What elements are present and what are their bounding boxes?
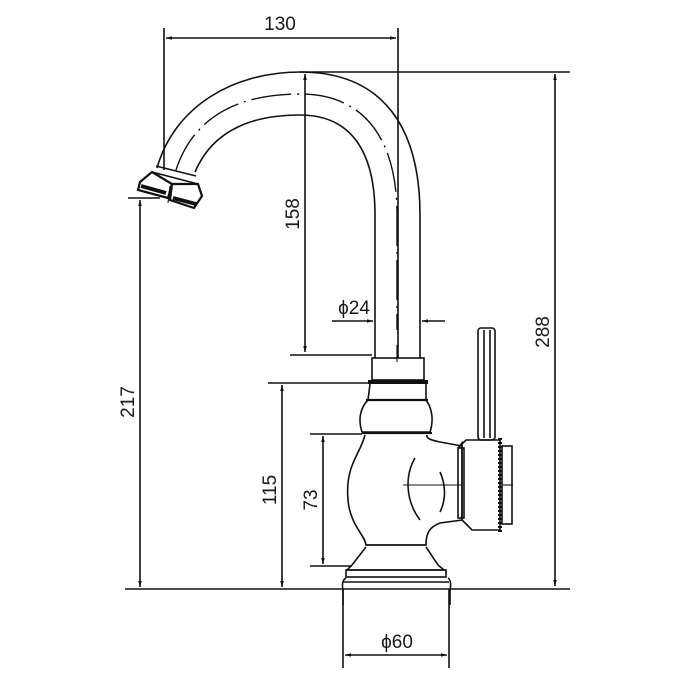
dim-label-115: 115 — [260, 475, 281, 505]
dimension-labels: 130 158 ϕ24 288 217 115 73 ϕ60 — [118, 14, 554, 653]
dim-label-217: 217 — [118, 386, 139, 418]
spout-centerline — [175, 93, 398, 330]
dim-label-158: 158 — [283, 198, 304, 230]
dim-label-phi60: ϕ60 — [381, 632, 413, 653]
dim-label-130: 130 — [264, 14, 296, 35]
faucet-outline — [136, 71, 513, 605]
base-flange — [345, 546, 447, 571]
dimension-lines — [125, 28, 570, 668]
spout-inner-edge — [194, 114, 376, 358]
dim-label-phi24: ϕ24 — [338, 298, 370, 319]
cartridge-housing — [457, 439, 501, 531]
aerator-tip — [136, 165, 204, 210]
spout-collar — [371, 357, 425, 381]
lever-handle — [477, 327, 496, 441]
dim-label-73: 73 — [301, 489, 322, 510]
upper-body — [359, 383, 433, 433]
dim-label-288: 288 — [533, 316, 554, 348]
